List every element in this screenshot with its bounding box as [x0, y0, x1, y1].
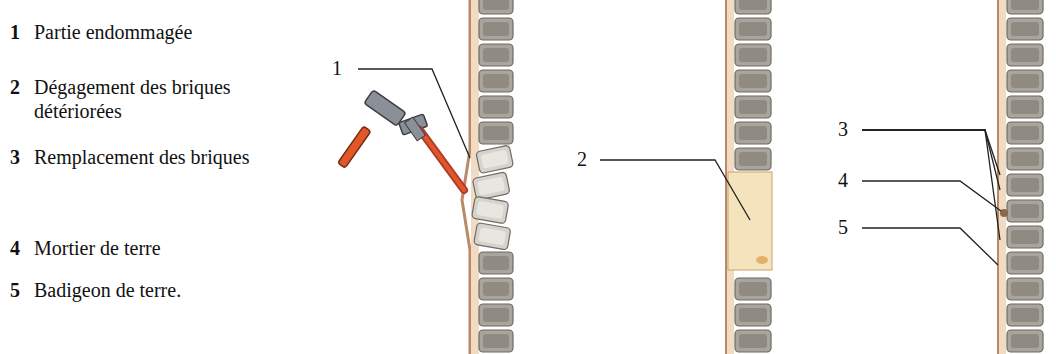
brick [1007, 278, 1043, 300]
brick [735, 44, 771, 66]
key-text: Partie endommagée [34, 20, 294, 44]
brick [479, 96, 513, 118]
key-number: 4 [10, 236, 30, 260]
brick [479, 70, 513, 92]
brick [1007, 226, 1043, 248]
brick-wall [471, 0, 513, 352]
brick [476, 145, 514, 174]
brick [479, 330, 513, 352]
brick [735, 304, 771, 326]
brick-wall [1007, 0, 1043, 352]
brick [735, 0, 771, 14]
callout-number: 2 [577, 147, 599, 171]
key-text: Dégagement des briques détériorées [34, 75, 299, 123]
chisel [399, 114, 464, 190]
brick [1007, 44, 1043, 66]
brick [479, 252, 513, 274]
brick [735, 70, 771, 92]
brick [1007, 96, 1043, 118]
brick [735, 278, 771, 300]
brick [1007, 148, 1043, 170]
brick [479, 304, 513, 326]
key-text: Badigeon de terre. [34, 278, 294, 302]
brick [479, 0, 513, 14]
brick [1007, 18, 1043, 40]
brick [1007, 70, 1043, 92]
key-text: Remplacement des briques [34, 145, 264, 169]
hammer [338, 90, 406, 168]
plaster-layer [462, 0, 470, 354]
brick [735, 330, 771, 352]
callout-number: 1 [332, 56, 354, 80]
brick [1007, 0, 1043, 14]
key-text: Mortier de terre [34, 236, 294, 260]
brick [472, 172, 510, 201]
leader-line [358, 69, 1001, 265]
brick [735, 96, 771, 118]
brick [735, 122, 771, 144]
brick [1007, 252, 1043, 274]
brick [479, 278, 513, 300]
mortar-dot [1000, 209, 1008, 217]
brick [479, 18, 513, 40]
key-number: 3 [10, 145, 30, 169]
brick [1007, 174, 1043, 196]
callout-number: 3 [838, 117, 860, 141]
brick [471, 196, 508, 224]
brick [1007, 304, 1043, 326]
brick [735, 18, 771, 40]
brick [1007, 122, 1043, 144]
brick [1007, 200, 1043, 222]
key-number: 1 [10, 20, 30, 44]
callout-number: 4 [838, 168, 860, 192]
plaster-layer [471, 0, 479, 354]
key-number: 2 [10, 75, 30, 99]
key-number: 5 [10, 278, 30, 302]
callout-number: 5 [838, 215, 860, 239]
brick [1007, 330, 1043, 352]
brick [735, 148, 771, 170]
brick [479, 122, 513, 144]
brick [474, 223, 511, 251]
cleared-gap [728, 172, 772, 270]
brick [479, 44, 513, 66]
